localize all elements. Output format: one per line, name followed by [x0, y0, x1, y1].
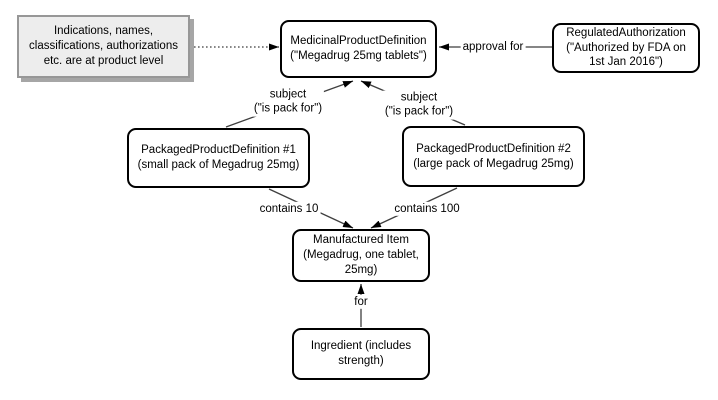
edge-label-contains-100: contains 100: [392, 201, 462, 217]
node-regulated-authorization: RegulatedAuthorization("Authorized by FD…: [552, 23, 700, 73]
node-medicinal-product-definition: MedicinalProductDefinition("Megadrug 25m…: [280, 20, 437, 78]
node-packaged-product-definition-1: PackagedProductDefinition #1(small pack …: [127, 128, 310, 188]
note-box-product-level: Indications, names,classifications, auth…: [17, 15, 190, 78]
edge-label-approval-for: approval for: [460, 39, 526, 55]
edge-label-for: for: [352, 294, 370, 310]
edge-label-subject-right: subject("is pack for"): [382, 90, 456, 120]
node-manufactured-item: Manufactured Item(Megadrug, one tablet,2…: [292, 229, 430, 282]
node-packaged-product-definition-2: PackagedProductDefinition #2(large pack …: [402, 126, 585, 187]
edge-label-subject-left: subject("is pack for"): [251, 87, 325, 117]
edge-label-contains-10: contains 10: [257, 201, 321, 217]
